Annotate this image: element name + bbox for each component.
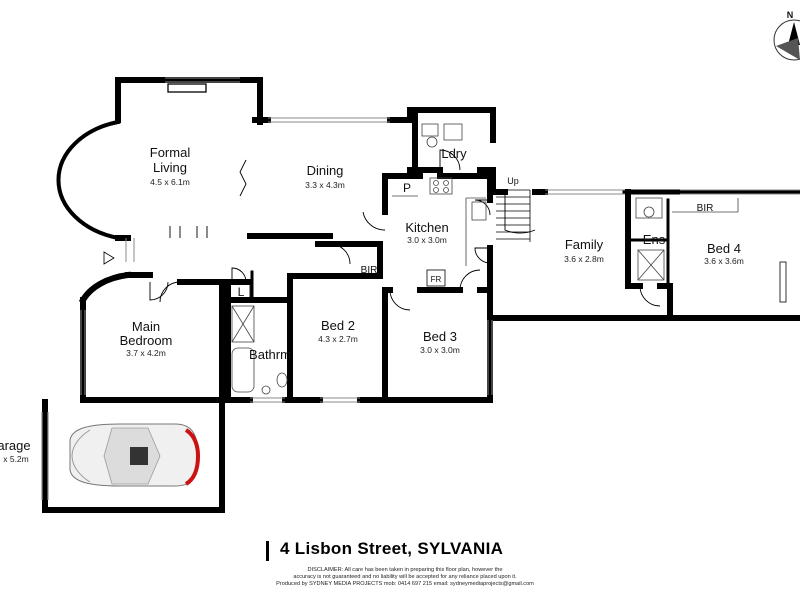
bed3-label: Bed 3 (423, 329, 457, 344)
room-labels: Formal Living 4.5 x 6.1m Dining 3.3 x 4.… (0, 145, 744, 464)
title-divider (266, 541, 269, 561)
bed2-dims: 4.3 x 2.7m (318, 334, 358, 344)
laundry-toilet-icon (426, 136, 438, 148)
pantry-label: P (403, 181, 411, 195)
dining-label: Dining (307, 163, 344, 178)
garage-dims: x 5.2m (3, 454, 29, 464)
disclaimer-line-2: accuracy is not guaranteed and no liabil… (293, 574, 517, 580)
family-label: Family (565, 237, 604, 252)
ensuite-shower-icon (637, 249, 665, 281)
basin-icon (261, 385, 271, 395)
disclaimer-line-1: DISCLAIMER: All care has been taken in p… (307, 567, 503, 573)
windows (41, 77, 800, 500)
formal-living-dims: 4.5 x 6.1m (150, 177, 190, 187)
compass-north-label: N (787, 10, 794, 20)
fridge-label: FR (431, 275, 442, 284)
toilet-icon (276, 372, 288, 388)
linen-label: L (238, 285, 245, 299)
laundry-tub-icon (421, 123, 439, 137)
kitchen-dims: 3.0 x 3.0m (407, 235, 447, 245)
kitchen-label: Kitchen (405, 220, 448, 235)
fireplace-icon (167, 83, 207, 93)
bed4-label: Bed 4 (707, 241, 741, 256)
fixtures (103, 83, 787, 395)
ensuite-toilet-icon (635, 197, 663, 219)
bathtub-icon (231, 347, 255, 393)
main-bedroom-label-1: Main (132, 319, 160, 334)
bed2-bir-label: BIR (361, 265, 378, 276)
ensuite-label: Ens (643, 232, 666, 247)
garage-label: arage (0, 438, 31, 453)
address-title: 4 Lisbon Street, SYLVANIA (280, 539, 504, 558)
main-bedroom-label-2: Bedroom (120, 333, 173, 348)
fridge-box (426, 269, 446, 287)
family-dims: 3.6 x 2.8m (564, 254, 604, 264)
entry-arrow-icon (103, 251, 115, 265)
dining-dims: 3.3 x 4.3m (305, 180, 345, 190)
formal-living-label-1: Formal (150, 145, 191, 160)
doors (149, 149, 661, 311)
sink-icon (471, 201, 487, 221)
stairs-up-label: Up (507, 176, 519, 186)
compass-icon: N (773, 10, 800, 61)
walls (42, 77, 800, 513)
bed3-dims: 3.0 x 3.0m (420, 345, 460, 355)
bed2-label: Bed 2 (321, 318, 355, 333)
bed4-dims: 3.6 x 3.6m (704, 256, 744, 266)
laundry-label: Ldry (441, 146, 467, 161)
disclaimer: DISCLAIMER: All care has been taken in p… (240, 567, 570, 588)
cooktop-icon (429, 177, 453, 195)
bed4-bir-label: BIR (697, 203, 714, 214)
bathroom-label: Bathrm (249, 347, 291, 362)
stairs (496, 189, 531, 242)
formal-living-label-2: Living (153, 160, 187, 175)
washer-icon (443, 123, 463, 141)
main-bedroom-dims: 3.7 x 4.2m (126, 348, 166, 358)
disclaimer-line-3: Produced by SYDNEY MEDIA PROJECTS mob: 0… (276, 581, 534, 587)
shower-icon (231, 305, 255, 343)
car-icon (69, 423, 201, 487)
